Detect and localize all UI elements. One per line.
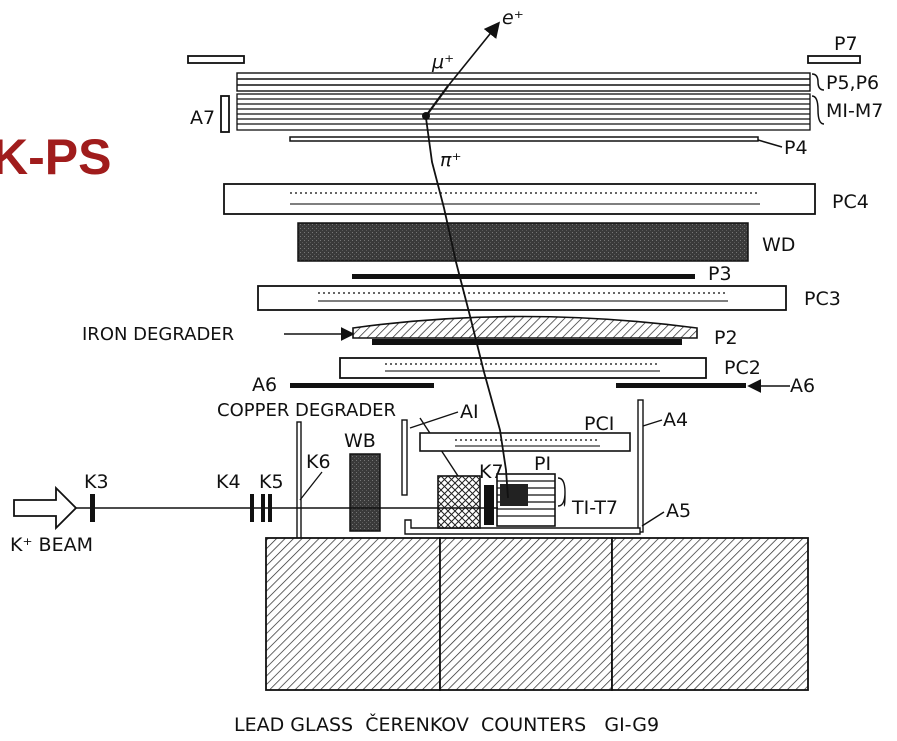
p4-counter [289,136,759,142]
label-pi-plus: π⁺ [440,149,461,171]
k6-counter [296,421,302,541]
k3-counter [90,494,95,522]
label-a5: A5 [666,500,691,522]
label-m1-m7: MI-M7 [826,100,883,122]
wb-counter [349,453,381,532]
label-pc3: PC3 [804,288,841,310]
a4-leader [642,419,663,427]
p5-p6-counters [236,72,811,92]
label-p4: P4 [784,137,808,159]
label-copper-degrader: COPPER DEGRADER [217,400,396,421]
pc3-chamber [257,285,787,311]
label-k3: K3 [84,471,109,493]
label-p2: P2 [714,327,738,349]
label-wb: WB [344,430,376,452]
label-p7: P7 [834,33,858,55]
k5-counter-a [261,494,265,522]
a1-leader [409,411,459,429]
pc1-chamber [419,432,631,452]
k-beam-arrow [13,485,78,531]
label-pc1: PCI [584,413,614,435]
copper-degrader-block [437,475,481,529]
cerenkov-counter-middle [439,537,613,691]
label-k5: K5 [259,471,284,493]
label-e-plus: e⁺ [502,7,524,29]
positron-track [447,21,501,87]
target-t1-t7 [496,473,556,527]
label-mu-plus: μ⁺ [431,51,454,73]
t1-t7-brace [557,477,566,507]
label-a1: AI [460,401,479,423]
k5-counter-b [268,494,272,522]
p4-leader [757,139,783,148]
m1-m7-chambers [236,93,811,131]
iron-degrader [352,315,698,339]
p2-counter [372,339,682,345]
a4-counter [637,399,644,533]
label-p5-p6: P5,P6 [826,72,879,94]
p7-counter-right [807,55,861,64]
label-pc2: PC2 [724,357,761,379]
label-a7: A7 [190,107,215,129]
label-bottom-caption: LEAD GLASS ČERENKOV COUNTERS GI-G9 [234,712,659,736]
label-a4: A4 [663,409,688,431]
k4-counter [250,494,254,522]
label-iron-degrader: IRON DEGRADER [82,324,234,345]
label-a6-right: A6 [790,375,815,397]
p5-p6-brace [811,73,825,91]
cerenkov-counter-right [611,537,809,691]
k6-leader [299,471,323,501]
p7-counter-left [187,55,245,64]
label-k4: K4 [216,471,241,493]
pc4-chamber [223,183,816,215]
m1-m7-brace [811,95,825,125]
label-k6: K6 [306,451,331,473]
label-a6-left: A6 [252,374,277,396]
a7-counter [220,95,230,133]
label-p1: PI [534,453,551,475]
a6-counter-right [616,383,746,388]
label-k-beam: K⁺ BEAM [10,534,93,556]
label-wd: WD [762,234,795,256]
a6-counter-left [290,383,434,388]
pion-track [425,117,509,499]
p3-counter [352,274,695,279]
slide-title: K-PS [0,129,112,185]
a5-counter [404,519,641,535]
muon-track [425,85,449,117]
label-pc4: PC4 [832,191,869,213]
cerenkov-counter-left [265,537,441,691]
k7-counter [484,485,494,525]
pc2-chamber [339,357,707,379]
wd-wire-detector [297,222,749,262]
label-p3: P3 [708,263,732,285]
a1-counter [401,419,408,496]
a5-leader [641,511,665,527]
label-t1-t7: TI-T7 [571,497,618,519]
